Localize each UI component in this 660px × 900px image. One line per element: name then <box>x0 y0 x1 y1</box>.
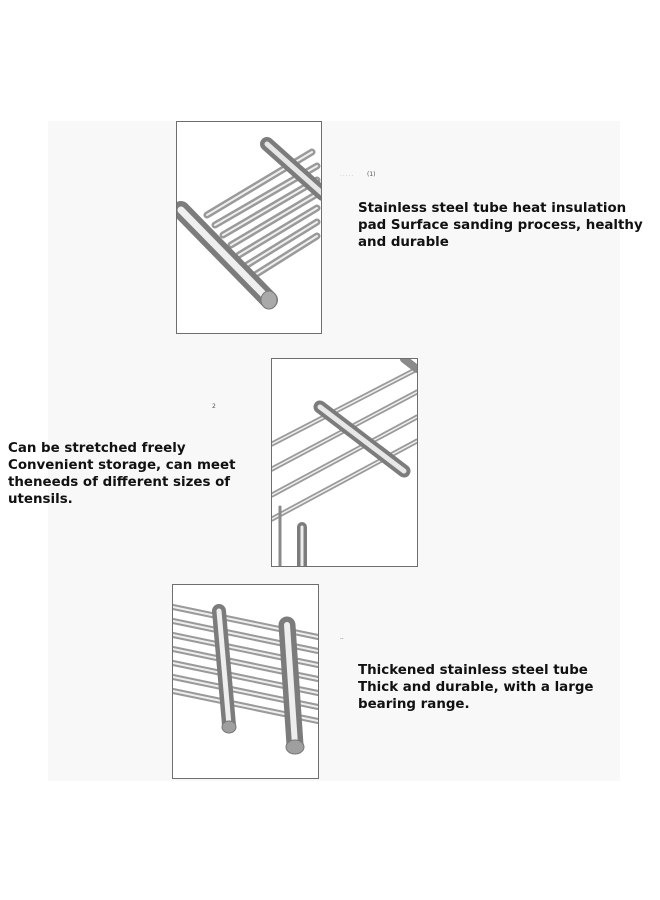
section-marker-1: (1) <box>367 171 376 178</box>
caption-3-line-3: bearing range. <box>358 697 470 712</box>
caption-2-line-1: Can be stretched freely <box>8 441 186 456</box>
section-marker-3: .. <box>340 634 344 641</box>
caption-2-line-3: theneeds of different sizes of <box>8 475 231 490</box>
caption-3-line-2: Thick and durable, with a large <box>358 680 594 695</box>
caption-3-line-1: Thickened stainless steel tube <box>358 663 588 678</box>
section-marker-2: 2 <box>212 403 216 410</box>
trivet-illustration-2 <box>272 359 417 566</box>
caption-3: Thickened stainless steel tube Thick and… <box>358 662 594 713</box>
caption-2: Can be stretched freely Convenient stora… <box>8 440 235 508</box>
marker-dots-1: ..... <box>340 171 355 178</box>
caption-2-line-2: Convenient storage, can meet <box>8 458 236 473</box>
caption-1-line-3: and durable <box>358 235 449 250</box>
product-image-2 <box>271 358 418 567</box>
caption-2-line-4: utensils. <box>8 492 73 507</box>
caption-1-line-2: pad Surface sanding process, healthy <box>358 218 643 233</box>
product-image-1 <box>176 121 322 334</box>
trivet-illustration-1 <box>177 137 321 310</box>
product-image-3 <box>172 584 319 779</box>
caption-1: Stainless steel tube heat insulation pad… <box>358 200 643 251</box>
trivet-illustration-3 <box>173 604 318 755</box>
caption-1-line-1: Stainless steel tube heat insulation <box>358 201 627 216</box>
